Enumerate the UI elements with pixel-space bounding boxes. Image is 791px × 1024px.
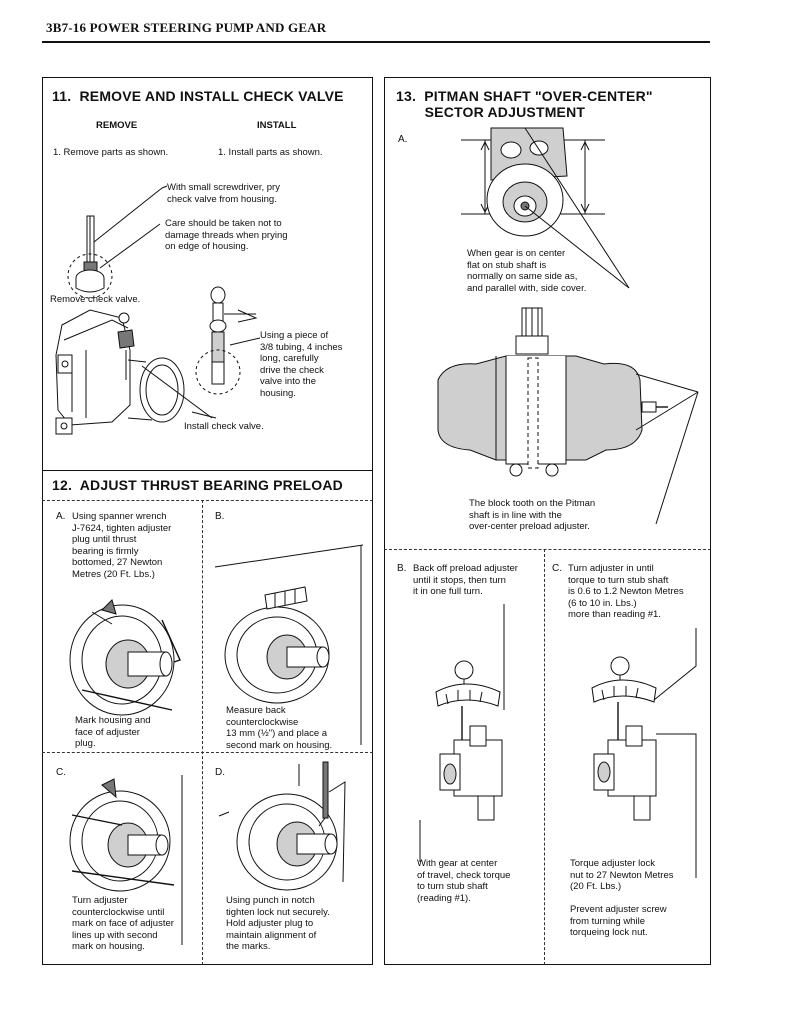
adjuster-plug-12b-illustration: [214, 544, 364, 745]
left-column-frame: [42, 77, 373, 965]
check-valve-removal-illustration: [55, 185, 261, 435]
label-remove-check-valve: Remove check valve.: [50, 294, 141, 305]
install-heading: INSTALL: [257, 120, 297, 131]
step-13b-caption: With gear at center of travel, check tor…: [417, 858, 511, 904]
step-12d-caption: Using punch in notch tighten lock nut se…: [226, 895, 330, 952]
step-12a-text: Using spanner wrench J-7624, tighten adj…: [72, 511, 172, 580]
remove-step: 1. Remove parts as shown.: [53, 147, 169, 158]
torque-wrench-13b-illustration: [419, 604, 505, 862]
note-care: Care should be taken not to damage threa…: [165, 218, 288, 252]
step-13c-caption: Torque adjuster lock nut to 27 Newton Me…: [570, 858, 674, 892]
header-rule: [42, 41, 710, 43]
section-12-rule: [42, 470, 373, 471]
section-13-divider: [544, 549, 545, 965]
step-12c-caption: Turn adjuster counterclockwise until mar…: [72, 895, 174, 952]
step-13a-note: When gear is on center flat on stub shaf…: [467, 248, 587, 294]
step-12a-letter: A.: [56, 511, 66, 522]
section-13-dash: [384, 549, 711, 550]
note-tubing: Using a piece of 3/8 tubing, 4 inches lo…: [260, 330, 343, 399]
adjuster-plug-12c-illustration: [69, 775, 183, 945]
step-12c-letter: C.: [56, 767, 66, 778]
remove-heading: REMOVE: [96, 120, 138, 131]
section-12-divider: [202, 500, 203, 965]
step-13a-note-2: The block tooth on the Pitman shaft is i…: [469, 498, 596, 532]
step-13c-text: Turn adjuster in until torque to turn st…: [568, 563, 684, 620]
label-install-check-valve: Install check valve.: [184, 421, 264, 432]
section-12-title: 12. ADJUST THRUST BEARING PRELOAD: [52, 477, 343, 493]
step-12a-caption: Mark housing and face of adjuster plug.: [75, 715, 151, 749]
install-step: 1. Install parts as shown.: [218, 147, 323, 158]
step-12b-caption: Measure back counterclockwise 13 mm (½")…: [226, 705, 333, 751]
section-13-title: 13. PITMAN SHAFT "OVER-CENTER" SECTOR AD…: [396, 88, 653, 120]
steering-gear-illustration: [437, 307, 699, 525]
note-pry: With small screwdriver, pry check valve …: [167, 182, 280, 205]
step-13b-text: Back off preload adjuster until it stops…: [413, 563, 518, 597]
step-12b-letter: B.: [215, 511, 225, 522]
stub-shaft-closeup-illustration: [461, 127, 630, 289]
section-12-dash: [42, 500, 373, 501]
adjuster-plug-12a-illustration: [69, 599, 181, 716]
adjuster-plug-12d-illustration: [218, 761, 346, 891]
torque-wrench-13c-illustration: [591, 628, 697, 878]
step-13c-caption-2: Prevent adjuster screw from turning whil…: [570, 904, 667, 938]
step-13a-letter: A.: [398, 134, 408, 145]
step-13b-letter: B.: [397, 563, 407, 574]
step-12d-letter: D.: [215, 767, 225, 778]
section-11-title: 11. REMOVE AND INSTALL CHECK VALVE: [52, 88, 344, 104]
section-12-mid-dash: [42, 752, 373, 753]
right-column-frame: [384, 77, 711, 965]
page-header: 3B7-16 POWER STEERING PUMP AND GEAR: [46, 20, 327, 35]
step-13c-letter: C.: [552, 563, 562, 574]
